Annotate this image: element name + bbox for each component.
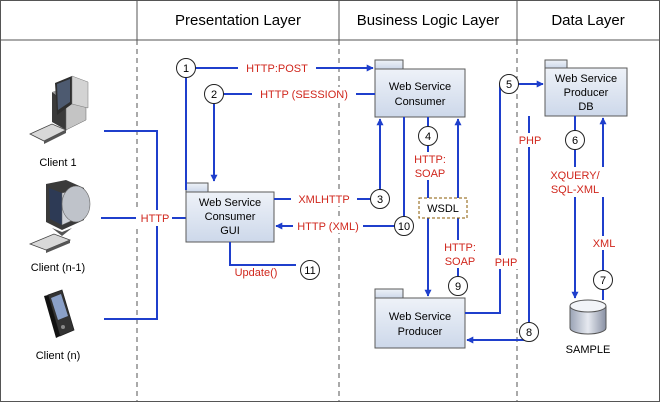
handheld-device-icon [44, 289, 75, 338]
php-1-label: PHP [519, 135, 542, 147]
step-number: 3 [377, 194, 383, 206]
step-circle [204, 84, 224, 104]
crt-monitor-icon [28, 180, 91, 253]
step-number: 11 [304, 265, 315, 277]
step-marker-4: 4 [418, 126, 438, 146]
step-number: 1 [183, 63, 189, 75]
step-number: 9 [455, 281, 461, 293]
step-marker-10: 10 [394, 216, 414, 236]
php-2-label: PHP [495, 257, 518, 269]
web-service-consumer-box: Web Service Consumer [374, 59, 466, 118]
step-marker-7: 7 [593, 270, 613, 290]
gui-line-2: Consumer [205, 211, 256, 223]
update-label: Update() [235, 267, 278, 279]
consumer-line-2: Consumer [395, 96, 446, 108]
http-soap-1-line-1: HTTP: [414, 154, 446, 166]
web-service-producer-box: Web Service Producer [374, 288, 466, 349]
producer-db-line-3: DB [578, 101, 593, 113]
http-soap-2-line-1: HTTP: [444, 242, 476, 254]
http-soap-2-line-2: SOAP [445, 256, 476, 268]
consumer-line-1: Web Service [389, 81, 451, 93]
http-xml-label: HTTP (XML) [297, 221, 359, 233]
wsdl-box [418, 197, 468, 219]
xml-label: XML [593, 238, 616, 250]
desktop-computer-icon [29, 75, 89, 144]
web-service-consumer-gui-box: Web Service Consumer GUI [185, 182, 275, 243]
gui-line-1: Web Service [199, 197, 261, 209]
http-session-label: HTTP (SESSION) [260, 89, 348, 101]
arrow-update [229, 242, 296, 266]
step-number: 6 [572, 135, 578, 147]
producer-db-line-2: Producer [564, 87, 609, 99]
step-circle [593, 270, 613, 290]
step-marker-9: 9 [448, 276, 468, 296]
step-circle [418, 126, 438, 146]
xquery-bg [543, 167, 607, 197]
step-marker-5: 5 [499, 74, 519, 94]
step-circle [300, 260, 320, 280]
soap-1-bg [410, 152, 448, 180]
step-number: 2 [211, 89, 217, 101]
step-circle [565, 130, 585, 150]
step-circle [448, 276, 468, 296]
http-soap-1-line-2: SOAP [415, 168, 446, 180]
step-number: 4 [425, 131, 431, 143]
client-n-label: Client (n) [36, 350, 81, 362]
producer-line-1: Web Service [389, 311, 451, 323]
arrow-php-request [465, 80, 544, 314]
http-session-bg [252, 87, 356, 101]
step-marker-3: 3 [370, 189, 390, 209]
xml-bg [590, 236, 618, 250]
xmlhttp-label: XMLHTTP [298, 194, 349, 206]
http-post-bg [238, 61, 316, 75]
step-number: 8 [526, 327, 532, 339]
step-circle [519, 322, 539, 342]
step-circle [176, 58, 196, 78]
database-icon [569, 299, 607, 335]
http-xml-bg [293, 219, 363, 233]
step-circle [394, 216, 414, 236]
client-1-label: Client 1 [39, 157, 76, 169]
producer-db-line-1: Web Service [555, 73, 617, 85]
xmlhttp-bg [291, 192, 357, 206]
step-number: 10 [398, 221, 410, 233]
soap-2-bg [440, 240, 480, 268]
presentation-layer-title: Presentation Layer [175, 12, 301, 29]
xquery-line-1: XQUERY/ [550, 170, 600, 182]
http-clients-label: HTTP [141, 213, 170, 225]
client-n-1-label: Client (n-1) [31, 262, 85, 274]
step-marker-6: 6 [565, 130, 585, 150]
producer-line-2: Producer [398, 326, 443, 338]
step-marker-2: 2 [204, 84, 224, 104]
business-layer-title: Business Logic Layer [357, 12, 500, 29]
data-layer-title: Data Layer [551, 12, 624, 29]
step-markers: 1 2 3 4 5 6 7 8 9 10 11 [176, 58, 613, 342]
php-1-bg [515, 133, 545, 147]
step-circle [370, 189, 390, 209]
step-circle [499, 74, 519, 94]
step-marker-11: 11 [300, 260, 320, 280]
step-number: 5 [506, 79, 512, 91]
step-marker-1: 1 [176, 58, 196, 78]
php-2-bg [491, 255, 521, 269]
xquery-line-2: SQL-XML [551, 184, 599, 196]
web-service-producer-db-box: Web Service Producer DB [544, 59, 628, 117]
step-number: 7 [600, 275, 606, 287]
http-post-label: HTTP:POST [246, 63, 308, 75]
sample-db-label: SAMPLE [566, 344, 611, 356]
gui-line-3: GUI [220, 225, 240, 237]
step-marker-8: 8 [519, 322, 539, 342]
wsdl-label: WSDL [427, 203, 459, 215]
http-label-bg [136, 210, 172, 226]
